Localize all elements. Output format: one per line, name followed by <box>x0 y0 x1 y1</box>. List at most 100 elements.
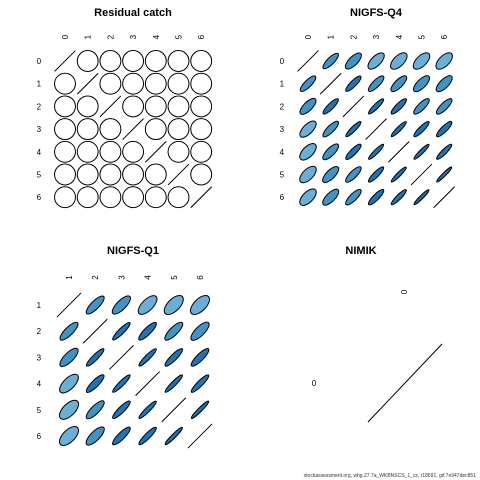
row-label: 4 <box>37 148 42 157</box>
diagonal-line <box>54 50 76 72</box>
correlation-ellipse <box>435 52 453 70</box>
correlation-ellipse <box>112 400 131 420</box>
correlation-ellipse <box>390 52 408 70</box>
correlation-ellipse <box>190 72 213 95</box>
correlation-ellipse <box>85 295 105 315</box>
correlation-ellipse <box>76 186 99 209</box>
correlation-ellipse <box>144 72 167 95</box>
diagonal-line <box>319 72 342 95</box>
correlation-ellipse <box>54 140 76 163</box>
correlation-ellipse <box>76 95 99 118</box>
correlation-ellipse <box>163 294 184 316</box>
correlation-ellipse <box>190 50 213 72</box>
row-label: 0 <box>37 57 42 66</box>
correlation-ellipse <box>122 72 145 95</box>
correlation-ellipse <box>390 98 407 115</box>
correlation-ellipse <box>122 50 145 72</box>
diagonal-line <box>388 141 410 163</box>
correlation-ellipse <box>167 72 190 95</box>
correlation-ellipse <box>99 118 122 141</box>
footer-text: stockassessment.org, whg.27.7a_WKBNSCS_1… <box>303 473 476 479</box>
row-label: 4 <box>37 380 42 389</box>
correlation-ellipse <box>413 98 430 115</box>
correlation-ellipse <box>122 140 145 163</box>
correlation-ellipse <box>164 426 183 446</box>
correlation-ellipse <box>322 188 340 206</box>
row-label: 1 <box>37 301 42 310</box>
column-label: 0 <box>304 34 313 39</box>
correlation-ellipse <box>299 97 317 115</box>
row-label: 5 <box>37 406 42 415</box>
correlation-ellipse <box>299 188 317 206</box>
row-label: 6 <box>280 193 285 202</box>
correlation-ellipse <box>436 143 453 160</box>
correlation-ellipse <box>144 95 167 118</box>
row-label: 4 <box>280 148 285 157</box>
diagonal-line <box>161 397 187 423</box>
correlation-ellipse <box>436 120 453 138</box>
correlation-ellipse <box>122 186 145 209</box>
correlation-ellipse <box>368 98 385 115</box>
diagonal-line <box>122 118 144 140</box>
row-label: 6 <box>37 432 42 441</box>
correlation-ellipse <box>99 186 122 209</box>
correlation-ellipse <box>99 72 122 95</box>
correlation-ellipse <box>435 75 453 93</box>
correlation-ellipse <box>122 163 145 186</box>
correlation-ellipse <box>144 186 167 209</box>
diagonal-line <box>145 141 167 163</box>
correlation-ellipse <box>167 186 190 209</box>
column-label: 0 <box>61 34 70 39</box>
diagonal-line <box>410 163 433 186</box>
correlation-ellipse <box>299 75 317 92</box>
correlation-ellipse <box>59 347 79 368</box>
column-label: 2 <box>106 34 115 39</box>
correlation-ellipse <box>322 120 339 138</box>
correlation-ellipse <box>76 163 99 186</box>
column-label: 6 <box>440 34 449 39</box>
correlation-ellipse <box>58 425 80 447</box>
correlation-ellipse <box>368 143 385 160</box>
correlation-ellipse <box>367 166 385 183</box>
column-label: 1 <box>65 275 74 280</box>
correlation-ellipse <box>322 143 340 161</box>
correlation-ellipse <box>138 321 157 341</box>
correlation-ellipse <box>345 166 362 183</box>
column-label: 5 <box>418 34 427 39</box>
panel-title: Residual catch <box>94 7 172 19</box>
correlation-ellipse <box>390 189 407 206</box>
diagonal-line <box>342 95 365 118</box>
correlation-ellipse <box>390 121 407 138</box>
column-label: 2 <box>349 34 358 39</box>
correlation-ellipse <box>167 140 190 163</box>
diagonal-line <box>167 163 190 186</box>
row-label: 2 <box>37 102 42 111</box>
correlation-ellipse <box>54 118 76 141</box>
row-label: 3 <box>37 353 42 362</box>
correlation-ellipse <box>99 50 122 72</box>
correlation-ellipse <box>413 120 430 138</box>
correlation-ellipse <box>189 294 211 316</box>
correlation-ellipse <box>112 321 131 341</box>
correlation-ellipse <box>190 140 213 163</box>
panel-title: NIMIK <box>345 245 376 257</box>
correlation-ellipse <box>85 400 105 420</box>
column-label: 3 <box>372 34 381 39</box>
row-label: 5 <box>37 171 42 180</box>
column-label: 6 <box>197 34 206 39</box>
panel-title: NIGFS-Q4 <box>350 7 403 19</box>
correlation-ellipse <box>167 50 190 72</box>
correlation-ellipse <box>413 143 430 160</box>
correlation-ellipse <box>299 165 317 184</box>
correlation-ellipse <box>390 166 407 183</box>
correlation-ellipse <box>190 400 210 419</box>
correlation-ellipse <box>85 374 105 393</box>
correlation-ellipse <box>436 166 453 183</box>
correlation-ellipse <box>190 348 210 367</box>
correlation-ellipse <box>144 118 167 141</box>
correlation-ellipse <box>54 186 76 209</box>
row-label: 5 <box>280 171 285 180</box>
correlation-ellipse <box>144 163 167 186</box>
